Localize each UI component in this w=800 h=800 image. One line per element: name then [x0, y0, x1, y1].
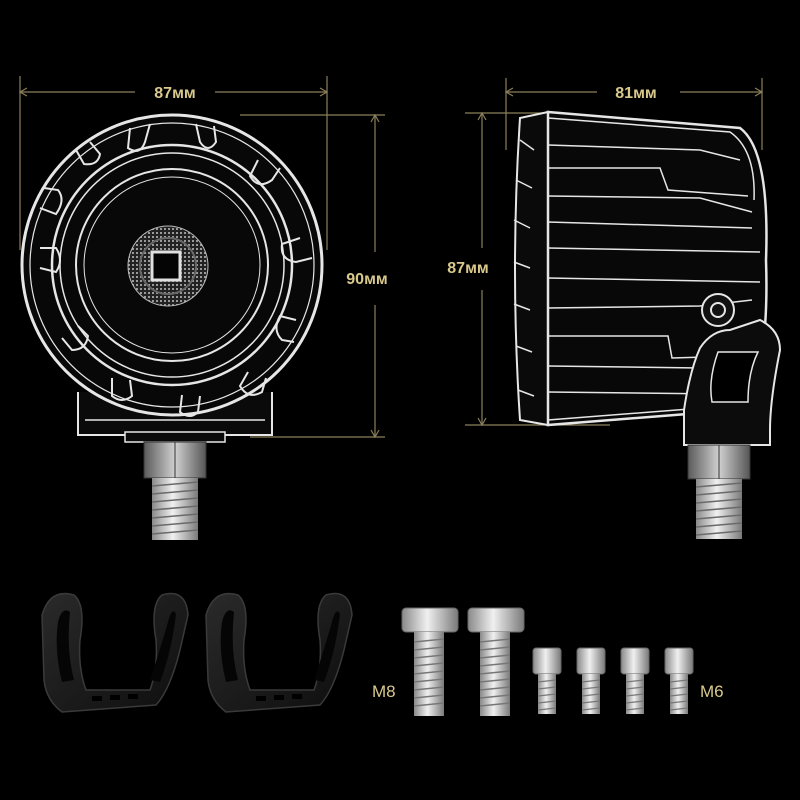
front-width-label: 87мм [154, 85, 195, 102]
bolt-icon [401, 607, 459, 716]
hex-socket-bolt-icon [664, 647, 694, 714]
led-chip-icon [127, 225, 209, 307]
front-mounting-stud [143, 441, 207, 540]
front-view: 87мм 90мм [18, 76, 388, 540]
side-height-label: 87мм [447, 260, 488, 277]
mount-bracket-icon [41, 592, 189, 713]
side-view: 81мм 87мм [447, 78, 782, 539]
bolt-icon [467, 607, 525, 716]
small-bolt-label: M6 [700, 682, 724, 701]
side-depth-dimension [504, 78, 764, 150]
hardware-kit: M8 [41, 592, 724, 716]
side-height-dimension [465, 111, 610, 427]
hex-socket-bolt-icon [576, 647, 606, 714]
front-width-dimension [18, 76, 329, 250]
side-pivot-bolt [701, 293, 735, 327]
side-mounting-stud [687, 444, 751, 539]
side-bracket [683, 318, 782, 446]
large-bolt-label: M8 [372, 682, 396, 701]
hex-socket-bolt-icon [620, 647, 650, 714]
hex-socket-bolt-icon [532, 647, 562, 714]
mount-bracket-icon [205, 592, 353, 713]
side-depth-label: 81мм [615, 85, 656, 102]
front-height-label: 90мм [346, 271, 387, 288]
front-height-dimension [240, 113, 385, 439]
